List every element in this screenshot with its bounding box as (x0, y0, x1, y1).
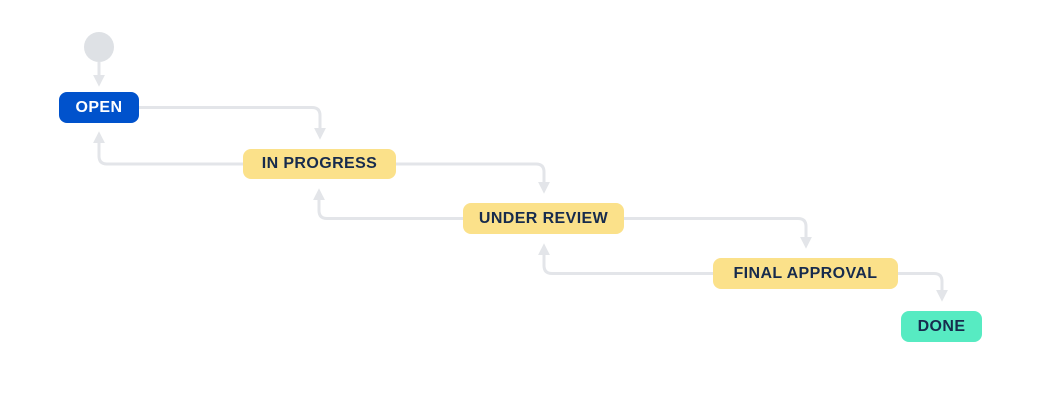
edge-open-to-in-progress (139, 106, 326, 140)
edge-final-approval-to-done (898, 272, 948, 302)
edge-final-approval-to-under-review-back (538, 243, 713, 275)
start-node-circle (84, 32, 114, 62)
status-in-progress[interactable]: IN PROGRESS (243, 149, 396, 179)
status-final-approval[interactable]: FINAL APPROVAL (713, 258, 898, 289)
edge-in-progress-to-open-back (93, 131, 243, 166)
status-open[interactable]: OPEN (59, 92, 139, 123)
edge-under-review-to-in-progress-back (313, 188, 463, 220)
status-under-review[interactable]: UNDER REVIEW (463, 203, 624, 234)
edge-in-progress-to-under-review (396, 162, 550, 194)
edge-under-review-to-final-approval (624, 217, 812, 249)
status-done[interactable]: DONE (901, 311, 982, 342)
